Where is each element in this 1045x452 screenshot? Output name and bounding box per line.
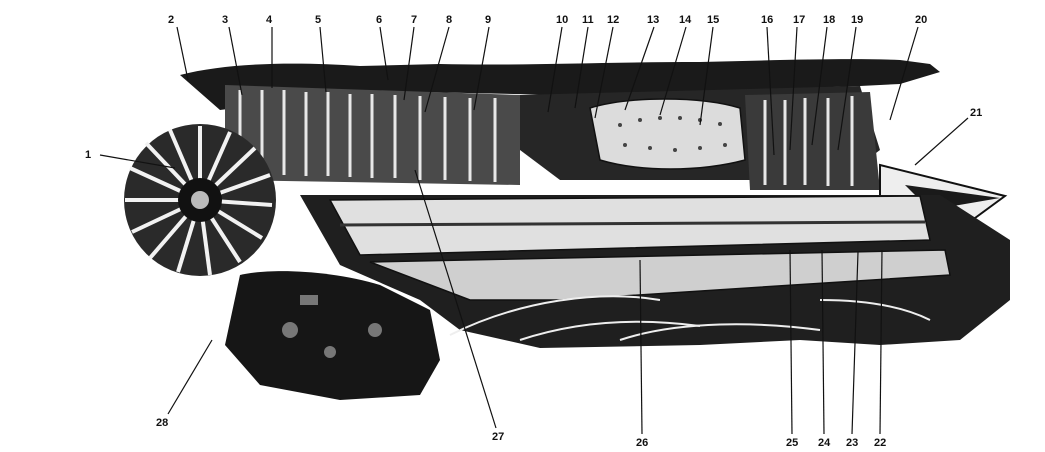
leader-5 [319,26,327,93]
callout-22: 22 [874,437,886,449]
callout-labels: 1 2 3 4 5 6 7 8 9 10 11 12 13 14 15 16 1… [85,14,982,449]
callout-24: 24 [818,437,831,449]
leader-7 [403,26,415,101]
leader-lines [99,26,969,435]
callout-9: 9 [485,14,491,26]
leader-22 [879,249,883,435]
leader-26 [639,259,643,435]
callout-5: 5 [315,14,321,26]
shaft-housing [328,195,931,256]
engine-illustration [124,59,1010,400]
callout-1: 1 [85,149,91,161]
leader-21 [914,117,969,166]
leader-19 [837,26,857,151]
callout-28: 28 [156,417,168,429]
callout-23: 23 [846,437,858,449]
fuel-lines [449,295,931,341]
leader-1 [99,154,176,169]
leader-3 [228,26,243,96]
callout-25: 25 [786,437,798,449]
leader-14 [659,26,687,116]
leader-11 [574,26,589,109]
callout-7: 7 [411,14,417,26]
callout-19: 19 [851,14,863,26]
intake-fan [124,124,276,276]
leader-16 [766,26,775,156]
gearbox-details [282,295,382,358]
callout-6: 6 [376,14,382,26]
callout-2: 2 [168,14,174,26]
leader-2 [176,26,189,81]
gearbox [225,271,440,400]
callout-10: 10 [556,14,568,26]
callout-20: 20 [915,14,927,26]
callout-4: 4 [266,14,273,26]
leader-18 [811,26,828,146]
upper-casing [180,59,940,110]
leader-10 [547,26,563,113]
callout-12: 12 [607,14,619,26]
callout-8: 8 [446,14,452,26]
callout-16: 16 [761,14,773,26]
leader-20 [889,26,919,121]
callout-18: 18 [823,14,835,26]
callout-14: 14 [679,14,692,26]
callout-13: 13 [647,14,659,26]
leader-6 [379,26,389,81]
turbine-blades [763,96,854,186]
leader-27 [414,169,497,429]
leader-28 [167,339,213,415]
callout-26: 26 [636,437,648,449]
leader-23 [851,251,859,435]
leader-24 [821,249,825,435]
leader-8 [424,26,450,113]
callout-27: 27 [492,431,504,443]
leader-15 [699,26,714,126]
main-shaft [339,220,926,227]
callout-17: 17 [793,14,805,26]
leader-17 [789,26,798,151]
leader-25 [789,249,793,435]
leader-13 [624,26,655,111]
combustion-chamber [589,98,746,170]
callout-21: 21 [970,107,982,119]
callout-15: 15 [707,14,719,26]
callout-11: 11 [582,14,594,26]
callout-3: 3 [222,14,228,26]
leader-12 [594,26,614,119]
leader-9 [473,26,490,111]
